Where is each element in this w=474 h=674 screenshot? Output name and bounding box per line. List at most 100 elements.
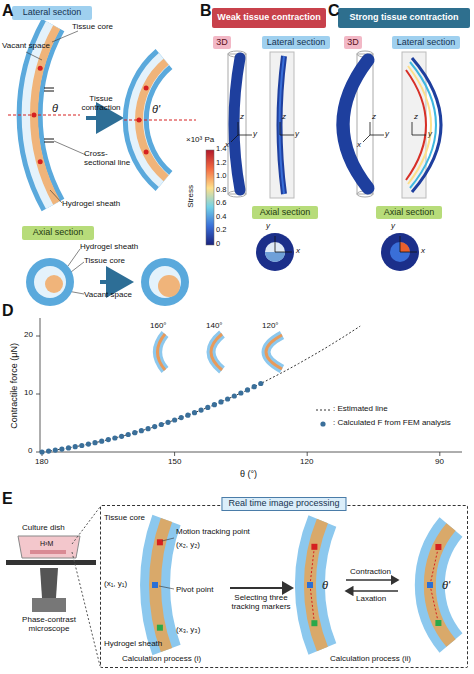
fem-data-point	[132, 430, 137, 435]
weak-3d-tube	[228, 51, 246, 197]
estimated-line	[42, 326, 360, 452]
axis-title: Contractile force (μN)	[10, 343, 20, 429]
colorbar-tick: 0.6	[216, 199, 226, 207]
tag-text: Strong tissue contraction	[349, 13, 458, 23]
fem-data-point	[172, 417, 177, 422]
fem-data-point	[92, 440, 97, 445]
tick-label: 120	[300, 458, 313, 467]
colorbar-unit: ×10³ Pa	[186, 136, 214, 145]
fem-data-point	[146, 426, 151, 431]
fem-data-point	[205, 405, 210, 410]
condition-banner: Weak tissue contraction	[212, 8, 326, 28]
section-tag: Lateral section	[12, 6, 92, 20]
part-label: Motion tracking point	[176, 528, 250, 537]
fem-data-point	[185, 413, 190, 418]
stress-colorbar	[206, 150, 214, 245]
angle-label: θ'	[442, 579, 450, 591]
colorbar-tick: 0.4	[216, 213, 226, 221]
tick-label: 90	[435, 458, 444, 467]
section-tag: Axial section	[252, 206, 318, 219]
process-label: Laxation	[356, 595, 386, 604]
fem-data-point	[53, 448, 58, 453]
strong-3d-tube	[343, 51, 373, 197]
axis-name: z	[240, 113, 244, 122]
fem-data-point	[119, 434, 124, 439]
axis-name: y	[266, 222, 270, 231]
section-tag: Lateral section	[392, 36, 460, 49]
section-tag: Axial section	[376, 206, 442, 219]
colorbar-tick: 1.2	[216, 159, 226, 167]
fem-data-point	[139, 428, 144, 433]
axis-name: x	[296, 247, 300, 256]
step-label: Calculation process (ii)	[330, 655, 411, 664]
panel-letter: B	[200, 2, 212, 20]
fem-data-point	[165, 420, 170, 425]
part-label: Culture dish	[22, 524, 65, 533]
fem-data-point	[238, 390, 243, 395]
part-label: Hydrogel sheath	[80, 243, 138, 252]
axis-glyphs	[231, 122, 426, 252]
fem-data-point	[86, 442, 91, 447]
colorbar-title: Stress	[187, 185, 196, 208]
section-tag: Lateral section	[262, 36, 330, 49]
fem-data-point	[106, 437, 111, 442]
tracking-arc-ii	[307, 521, 322, 649]
tag-text: Axial section	[260, 208, 311, 218]
part-label: Tissue core	[104, 514, 145, 523]
microscope-setup	[6, 507, 100, 666]
part-label: Phase-contrast microscope	[4, 616, 94, 634]
fem-data-point	[46, 449, 51, 454]
axis-name: z	[414, 113, 418, 122]
contraction-laxation-arrows	[346, 580, 398, 591]
contraction-insets	[158, 334, 283, 370]
axis-name: y	[391, 222, 395, 231]
lateral-tissue-relaxed	[8, 25, 80, 205]
panel-letter: C	[328, 2, 340, 20]
step-label: Calculation process (i)	[122, 655, 201, 664]
view-tag: 3D	[344, 36, 362, 49]
inset-angle: 140°	[206, 322, 223, 331]
legend-line-sample	[316, 410, 330, 411]
tracking-arc-i	[152, 520, 174, 650]
fem-data-point	[112, 435, 117, 440]
fem-data-point	[73, 444, 78, 449]
fem-data-point	[232, 393, 237, 398]
axis-name: z	[282, 113, 286, 122]
fem-data-point	[252, 384, 257, 389]
process-label: Contraction	[350, 568, 391, 577]
part-label: Vacant space	[2, 42, 50, 51]
axis-name: x	[357, 141, 361, 150]
fem-data-point	[218, 399, 223, 404]
part-label: Pivot point	[176, 586, 213, 595]
coordinate-label: (x₃, y₃)	[176, 626, 200, 635]
tick-label: 180	[35, 458, 48, 467]
chart-axes	[36, 318, 462, 456]
tag-text: Axial section	[384, 208, 435, 218]
fem-data-point	[192, 410, 197, 415]
inset-angle: 120°	[262, 322, 279, 331]
strong-axial-section	[381, 233, 419, 271]
condition-banner: Strong tissue contraction	[338, 8, 470, 28]
part-label: Hydrogel sheath	[62, 200, 120, 209]
colorbar-tick: 0	[216, 240, 220, 248]
tracking-arc-iii	[427, 527, 451, 643]
coordinate-label: (x₁, y₁)	[104, 580, 127, 589]
angle-label: θ	[52, 102, 58, 114]
coordinate-label: (x₂, y₂)	[176, 541, 200, 550]
panel-letter: D	[2, 302, 14, 320]
axis-name: y	[385, 130, 389, 139]
tag-text: 3D	[347, 38, 359, 48]
leader-lines	[26, 31, 86, 294]
colorbar-tick: 1.0	[216, 172, 226, 180]
axis-name: y	[253, 130, 257, 139]
legend-dot-sample	[320, 421, 325, 426]
legend-text: : Estimated line	[333, 405, 388, 414]
colorbar-tick: 0.2	[216, 226, 226, 234]
fem-data-point	[225, 396, 230, 401]
weak-axial-section	[256, 233, 294, 271]
inset-angle: 160°	[150, 322, 167, 331]
tag-text: Weak tissue contraction	[217, 13, 320, 23]
axis-name: x	[421, 247, 425, 256]
contraction-arrow	[86, 116, 120, 120]
axis-name: y	[428, 130, 432, 139]
